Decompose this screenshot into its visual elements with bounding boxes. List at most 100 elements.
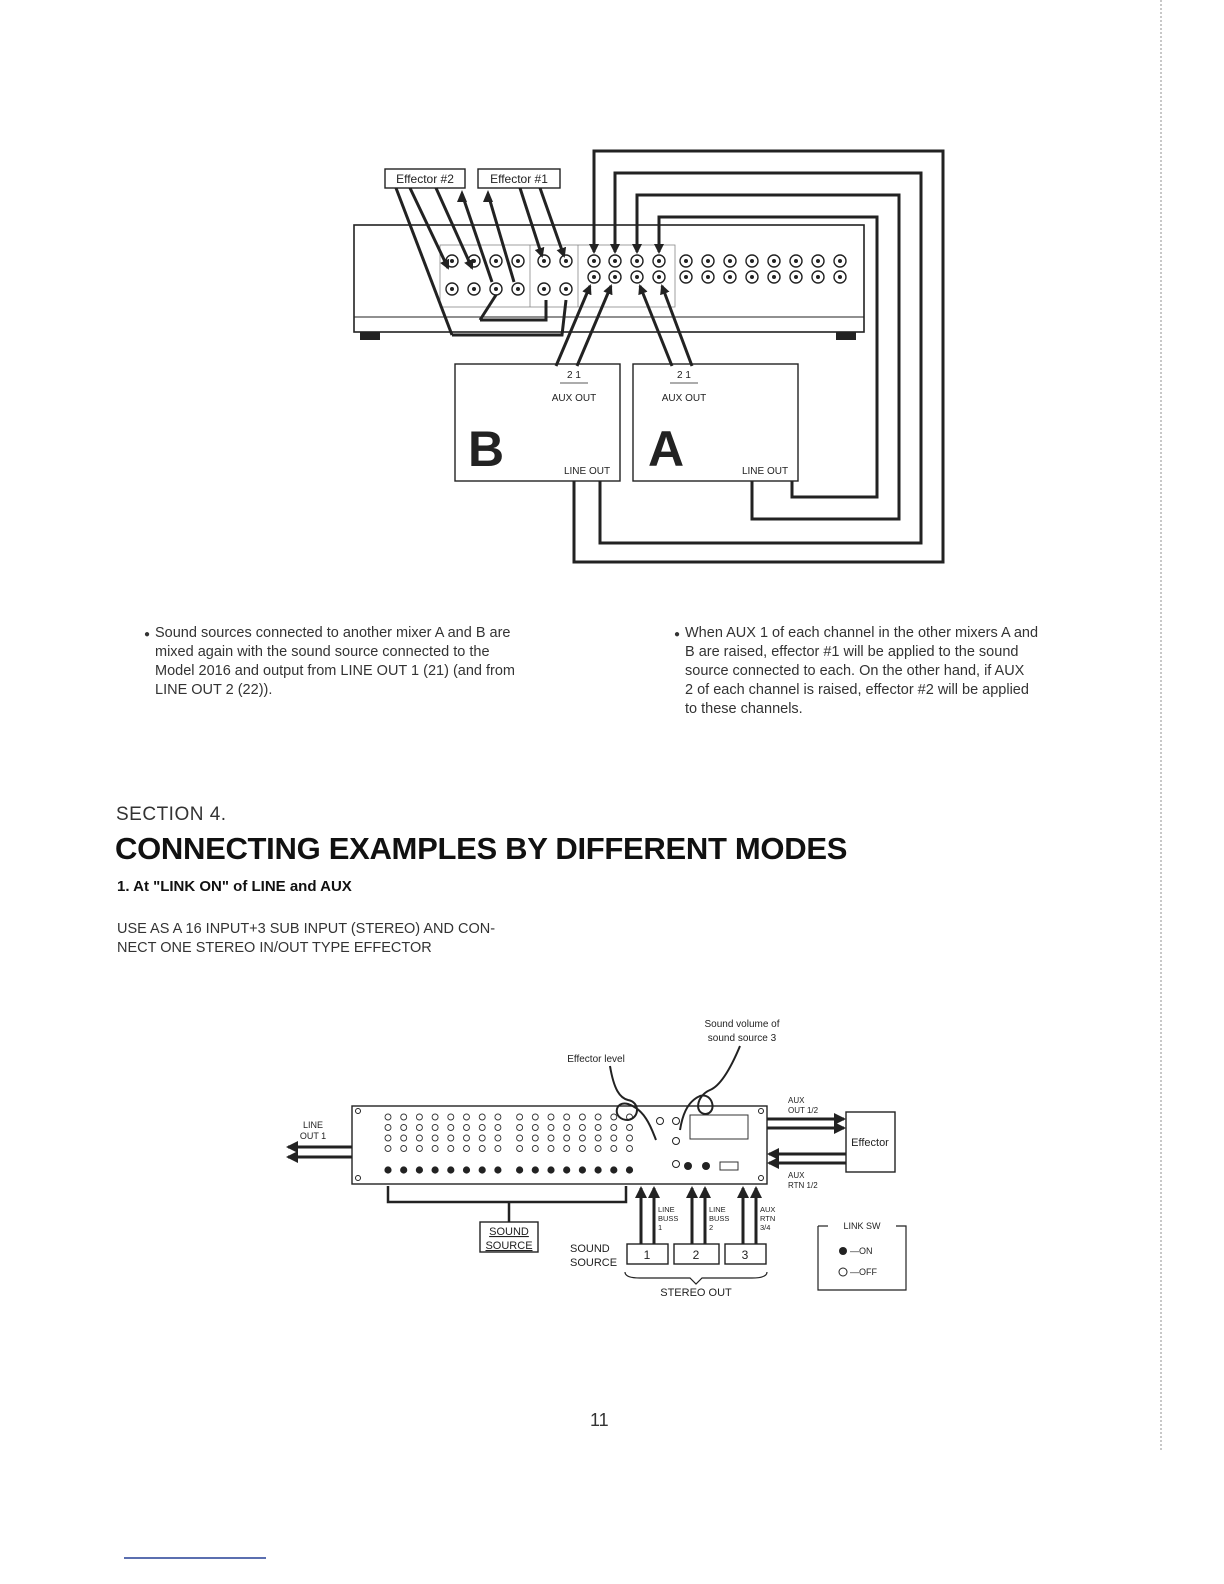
rack-knob [478, 1113, 486, 1121]
effector-level-label: Effector level [567, 1054, 625, 1065]
rack-jack [462, 1166, 471, 1174]
line-buss2-label-2: BUSS [709, 1214, 729, 1223]
note-right-line: When AUX 1 of each channel in the other … [685, 625, 1039, 641]
rack-knob [447, 1124, 455, 1131]
margin-dotted-line [1160, 0, 1162, 1450]
aux-rtn-label-1: AUX [788, 1171, 805, 1180]
rack-knob [384, 1124, 392, 1131]
rack-jack [594, 1166, 602, 1174]
rack-knob [531, 1145, 539, 1152]
rack-jack [625, 1166, 634, 1174]
aux-out-label-1: AUX [788, 1096, 805, 1105]
section-title: CONNECTING EXAMPLES BY DIFFERENT MODES [115, 831, 848, 866]
rack-knob [516, 1113, 524, 1121]
rack-knob [494, 1134, 502, 1142]
rack-jack [610, 1166, 618, 1174]
mixer-jacks [445, 254, 847, 296]
rack-knob [494, 1145, 502, 1152]
sound-source-box: SOUND SOURCE [479, 1221, 539, 1253]
rack-knob [494, 1124, 502, 1131]
rack-knob [516, 1145, 524, 1152]
rack-knob [563, 1145, 571, 1152]
sound-source-label-2: SOURCE [570, 1257, 617, 1269]
rack-knob [463, 1124, 470, 1131]
rack-knob [610, 1134, 618, 1142]
rack-knob [626, 1124, 633, 1131]
rack-knob [626, 1134, 633, 1142]
rack-knob [594, 1113, 602, 1121]
rack-input-jacks [384, 1166, 634, 1174]
rack-knob [447, 1113, 455, 1121]
effector-arrowheads [457, 190, 493, 202]
effector-2-label: Effector #2 [396, 172, 454, 186]
rack-jack [516, 1166, 524, 1174]
source-3-number: 3 [742, 1248, 749, 1262]
connection-diagram-2: Sound volume of sound source 3 Effector … [286, 1019, 907, 1299]
rack-knob [594, 1145, 602, 1152]
note-right-line: B are raised, effector #1 will be applie… [685, 644, 1019, 660]
rack-knob [384, 1145, 392, 1152]
rack-knob [415, 1124, 423, 1131]
link-sw-title: LINK SW [843, 1221, 881, 1231]
rack-knob [547, 1124, 555, 1131]
rack-knob [431, 1134, 439, 1142]
rack-knob [547, 1145, 555, 1152]
note-right-line: to these channels. [685, 701, 803, 717]
line-buss2-label-3: 2 [709, 1223, 713, 1232]
aux-out-cables [554, 284, 694, 367]
rack-knob [400, 1113, 408, 1121]
note-left-line: LINE OUT 2 (22)). [155, 682, 273, 698]
mixer-rack [351, 1105, 768, 1185]
aux-send-return-arrows [767, 1113, 846, 1169]
stereo-source-boxes [626, 1243, 767, 1265]
rack-knob [578, 1124, 586, 1131]
line-out1-arrows [286, 1141, 352, 1163]
rack-knob [578, 1145, 586, 1152]
source-1-number: 1 [644, 1248, 651, 1262]
rack-jack [384, 1166, 392, 1174]
rack-knob [531, 1134, 539, 1142]
rack-knob [463, 1134, 470, 1142]
section-label: SECTION 4. [116, 804, 227, 825]
aux-rtn-label-2: RTN 1/2 [788, 1181, 818, 1190]
rack-jack [578, 1166, 587, 1174]
rack-jack [547, 1166, 555, 1174]
note-right-line: 2 of each channel is raised, effector #2… [685, 682, 1029, 698]
note-left-line: Model 2016 and output from LINE OUT 1 (2… [155, 663, 515, 679]
line-out1-label-2: OUT 1 [300, 1131, 326, 1141]
rack-knob [563, 1134, 571, 1142]
aux-rtn34-label-3: 3/4 [760, 1223, 770, 1232]
rack-jack [494, 1166, 502, 1174]
line-buss2-label-1: LINE [709, 1205, 726, 1214]
rack-knob [431, 1113, 439, 1121]
usage-line: USE AS A 16 INPUT+3 SUB INPUT (STEREO) A… [117, 921, 496, 937]
rack-knob [431, 1145, 439, 1152]
aux-out-label-2: OUT 1/2 [788, 1106, 819, 1115]
sound-source-label-1: SOUND [570, 1243, 610, 1255]
rack-knob [478, 1134, 486, 1142]
rack-knob [626, 1145, 633, 1152]
line-buss1-label-3: 1 [658, 1223, 662, 1232]
rack-knob [531, 1113, 539, 1121]
connection-diagram-1: Effector #2 Effector #1 [353, 149, 945, 564]
rack-knob [384, 1113, 392, 1121]
off-indicator-icon [838, 1267, 848, 1277]
source-2-number: 2 [693, 1248, 700, 1262]
rack-knob [594, 1124, 602, 1131]
rack-knob [494, 1113, 502, 1121]
rack-jack [563, 1166, 571, 1174]
sound-volume-label-2: sound source 3 [708, 1033, 777, 1044]
aux-rtn34-label-2: RTN [760, 1214, 775, 1223]
effector-2-box: Effector #2 [384, 168, 466, 189]
rack-jack [478, 1166, 486, 1174]
rack-knobs [384, 1113, 633, 1152]
stereo-out-label: STEREO OUT [660, 1287, 732, 1299]
rack-knob [610, 1124, 618, 1131]
stereo-out-brace [624, 1271, 768, 1285]
aux-rtn34-label-1: AUX [760, 1205, 775, 1214]
rack-knob [415, 1134, 423, 1142]
line-out-loop-cables [572, 149, 945, 564]
on-indicator-icon [839, 1247, 847, 1255]
rack-knob [463, 1113, 470, 1121]
rack-knob [516, 1134, 524, 1142]
